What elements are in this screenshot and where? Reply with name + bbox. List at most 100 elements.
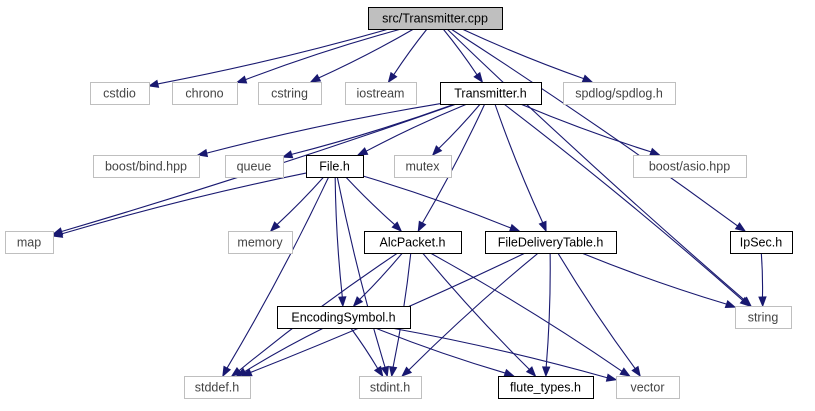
edge-transmitter_cpp-to-iostream xyxy=(393,28,428,76)
node-label: boost/bind.hpp xyxy=(105,160,187,174)
edge-transmitter_cpp-to-ipsec_h xyxy=(450,28,738,227)
node-box xyxy=(345,82,417,105)
node-box xyxy=(90,82,150,105)
arrowhead-encsym_h-to-stdint_h xyxy=(373,365,384,378)
node-boost-bind: boost/bind.hpp xyxy=(93,155,200,178)
node-box xyxy=(172,82,238,105)
arrowhead-transmitter_cpp-to-cstring xyxy=(309,73,322,83)
arrowhead-transmitter_h-to-fdt_h xyxy=(538,220,547,233)
edge-fdt_h-to-string xyxy=(581,252,727,305)
edge-file_h-to-fdt_h xyxy=(362,175,511,229)
node-box xyxy=(730,231,793,254)
node-label: stddef.h xyxy=(195,381,240,395)
arrowhead-encsym_h-to-stddef_h xyxy=(235,367,248,377)
node-flute-types-h[interactable]: flute_types.h xyxy=(498,376,594,399)
node-label: cstring xyxy=(271,87,308,101)
node-box xyxy=(258,82,322,105)
arrowhead-transmitter_h-to-mutex xyxy=(431,145,443,157)
node-label: EncodingSymbol.h xyxy=(291,311,395,325)
edge-fdt_h-to-vector xyxy=(557,252,636,369)
node-box xyxy=(368,7,503,30)
node-box xyxy=(225,155,284,178)
nodes-layer: src/Transmitter.cpp cstdio chrono cstring io… xyxy=(5,7,793,399)
arrowhead-file_h-to-fdt_h xyxy=(508,223,521,232)
node-label: boost/asio.hpp xyxy=(649,160,730,174)
node-iostream: iostream xyxy=(345,82,417,105)
node-transmitter-cpp[interactable]: src/Transmitter.cpp xyxy=(368,7,503,30)
edge-fdt_h-to-flute_types_h xyxy=(545,252,551,368)
arrowhead-transmitter_h-to-boost_bind xyxy=(196,148,209,158)
node-label: src/Transmitter.cpp xyxy=(382,12,488,26)
arrowhead-transmitter_h-to-boost_asio xyxy=(649,147,661,156)
node-label: string xyxy=(748,311,779,325)
node-transmitter-h[interactable]: Transmitter.h xyxy=(440,82,542,105)
edge-file_h-to-stdint_h xyxy=(336,176,386,368)
node-box xyxy=(359,376,422,399)
node-box xyxy=(485,231,617,254)
node-label: vector xyxy=(630,381,664,395)
node-chrono: chrono xyxy=(172,82,238,105)
node-encsym-h[interactable]: EncodingSymbol.h xyxy=(277,306,411,329)
edge-alcpacket_h-to-vector xyxy=(430,252,623,372)
node-ipsec-h[interactable]: IpSec.h xyxy=(730,231,793,254)
node-box xyxy=(498,376,594,399)
edge-transmitter_h-to-mutex xyxy=(438,103,481,149)
node-box xyxy=(277,306,411,329)
arrowhead-fdt_h-to-vector xyxy=(631,365,641,378)
edge-transmitter_cpp-to-chrono xyxy=(245,28,402,81)
edge-alcpacket_h-to-flute_types_h xyxy=(422,252,530,370)
node-alcpacket-h[interactable]: AlcPacket.h xyxy=(364,231,462,254)
node-box xyxy=(228,231,293,254)
edge-file_h-to-alcpacket_h xyxy=(345,176,396,226)
edges-layer xyxy=(51,28,767,382)
node-stddef-h: stddef.h xyxy=(184,376,251,399)
node-box xyxy=(440,82,542,105)
node-cstring: cstring xyxy=(258,82,322,105)
edge-fdt_h-to-stdint_h xyxy=(408,252,539,371)
node-cstdio: cstdio xyxy=(90,82,150,105)
arrowhead-transmitter_cpp-to-chrono xyxy=(235,75,248,84)
arrowhead-file_h-to-stddef_h xyxy=(222,365,232,378)
node-box xyxy=(735,306,792,329)
arrowhead-alcpacket_h-to-flute_types_h xyxy=(525,366,537,378)
node-box xyxy=(563,82,676,105)
arrowhead-alcpacket_h-to-encsym_h xyxy=(352,296,364,308)
edge-encsym_h-to-vector xyxy=(391,327,608,379)
arrowhead-transmitter_h-to-file_h xyxy=(356,147,369,156)
edge-encsym_h-to-stddef_h xyxy=(244,327,324,373)
node-queue: queue xyxy=(225,155,284,178)
node-box xyxy=(5,231,54,254)
node-label: stdint.h xyxy=(370,381,410,395)
node-label: map xyxy=(17,236,41,250)
arrowhead-file_h-to-encsym_h xyxy=(338,296,347,308)
edge-transmitter_h-to-fdt_h xyxy=(494,103,544,223)
node-file-h[interactable]: File.h xyxy=(306,155,364,178)
edge-encsym_h-to-flute_types_h xyxy=(375,327,506,374)
edge-transmitter_cpp-to-spdlog xyxy=(461,28,584,80)
node-box xyxy=(306,155,364,178)
edge-transmitter_h-to-alcpacket_h xyxy=(421,103,486,224)
edge-transmitter_h-to-string xyxy=(503,103,744,301)
arrowhead-fdt_h-to-flute_types_h xyxy=(541,366,551,378)
node-fdt-h[interactable]: FileDeliveryTable.h xyxy=(485,231,617,254)
arrowhead-encsym_h-to-vector xyxy=(605,373,618,382)
edge-ipsec_h-to-string xyxy=(760,252,764,298)
arrowhead-file_h-to-memory xyxy=(269,221,281,232)
node-label: chrono xyxy=(185,87,223,101)
edge-file_h-to-stddef_h xyxy=(226,176,330,369)
edge-transmitter_h-to-file_h xyxy=(365,103,468,152)
arrowhead-transmitter_h-to-string xyxy=(739,296,751,307)
edge-transmitter_cpp-to-string xyxy=(446,28,745,301)
node-label: mutex xyxy=(405,160,440,174)
node-stdint-h: stdint.h xyxy=(359,376,422,399)
edge-transmitter_h-to-queue xyxy=(291,103,456,155)
edge-file_h-to-memory xyxy=(276,176,325,225)
node-string: string xyxy=(735,306,792,329)
node-label: Transmitter.h xyxy=(454,87,527,101)
node-box xyxy=(633,155,747,178)
arrowhead-encsym_h-to-flute_types_h xyxy=(503,368,516,377)
node-box xyxy=(184,376,251,399)
edge-transmitter_cpp-to-transmitter_h xyxy=(442,28,478,76)
